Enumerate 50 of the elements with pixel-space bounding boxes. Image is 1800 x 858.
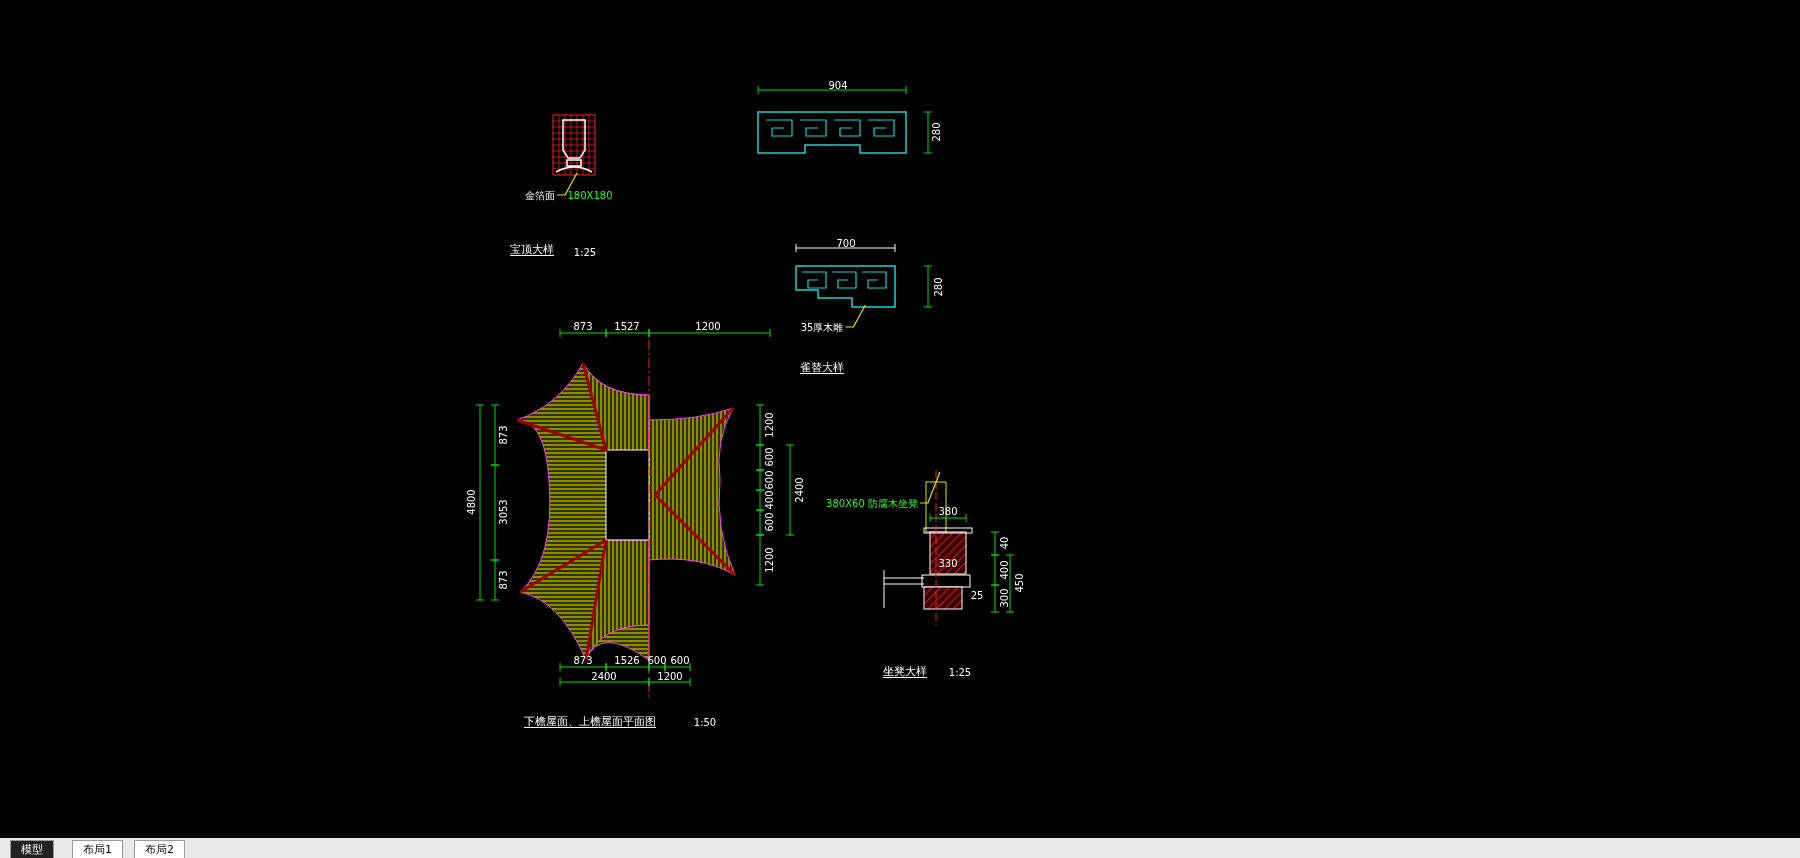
finial-drawing [552, 114, 596, 176]
dimension-text: 873 [573, 654, 593, 666]
callout-text: 金箔面 [525, 189, 555, 201]
dimension-text: 280 [932, 277, 944, 297]
leader-line [919, 471, 941, 504]
drawing-title: 宝顶大样 [510, 244, 554, 256]
dimension-text: 700 [836, 237, 856, 249]
dimension-text: 873 [497, 425, 509, 445]
dimension-text: 400 [998, 560, 1010, 580]
dimension-text: 4800 [465, 489, 477, 515]
dimension-text: 1200 [763, 547, 775, 573]
callout-text: 35厚木雕 [800, 321, 844, 333]
dimension-text: 300 [998, 588, 1010, 608]
dimension-text: 40 [998, 536, 1010, 550]
dimension-text: 280 [930, 122, 942, 142]
drawing-title: 坐凳大样 [883, 666, 927, 678]
leader-line [556, 172, 578, 196]
drawing-title: 下檐屋面、上檐屋面平面图 [524, 716, 656, 728]
tab: 布局1 [72, 840, 123, 858]
dimension-text: 873 [497, 570, 509, 590]
scale-text: 1:50 [693, 716, 717, 728]
callout-text: 380X60 防腐木坐凳 [826, 497, 918, 509]
tab: 模型 [10, 840, 54, 858]
dimension-text: 25 [970, 589, 984, 601]
scale-text: 1:25 [948, 666, 972, 678]
dimension-text: 450 [1013, 573, 1025, 593]
dimension-text: 600 [763, 447, 775, 467]
drawing-title: 雀替大样 [800, 362, 844, 374]
fret-pattern-drawing [795, 265, 896, 308]
dimension-text: 3053 [497, 499, 509, 525]
dimension-text: 600 [763, 512, 775, 532]
dimension-text: 180X180 [567, 189, 613, 201]
tab: 布局2 [134, 840, 185, 858]
dimension-text: 1527 [614, 320, 640, 332]
dimension-text: 1200 [695, 320, 721, 332]
dimension-text: 2400 [793, 477, 805, 503]
leader-line [844, 304, 866, 328]
dimension-text: 330 [938, 557, 958, 569]
dimension-text: 1200 [763, 412, 775, 438]
dimension-text: 600 [647, 654, 667, 666]
scale-text: 1:25 [573, 246, 597, 258]
dimension-text: 2400 [591, 670, 617, 682]
dimension-text: 873 [573, 320, 593, 332]
dimension-text: 600 [763, 470, 775, 490]
dimension-text: 1526 [614, 654, 640, 666]
dimension-text: 380 [938, 505, 958, 517]
dimension-text: 904 [828, 79, 848, 91]
dimension-text: 1200 [657, 670, 683, 682]
dimension-text: 400 [763, 490, 775, 510]
dimension-text: 600 [670, 654, 690, 666]
